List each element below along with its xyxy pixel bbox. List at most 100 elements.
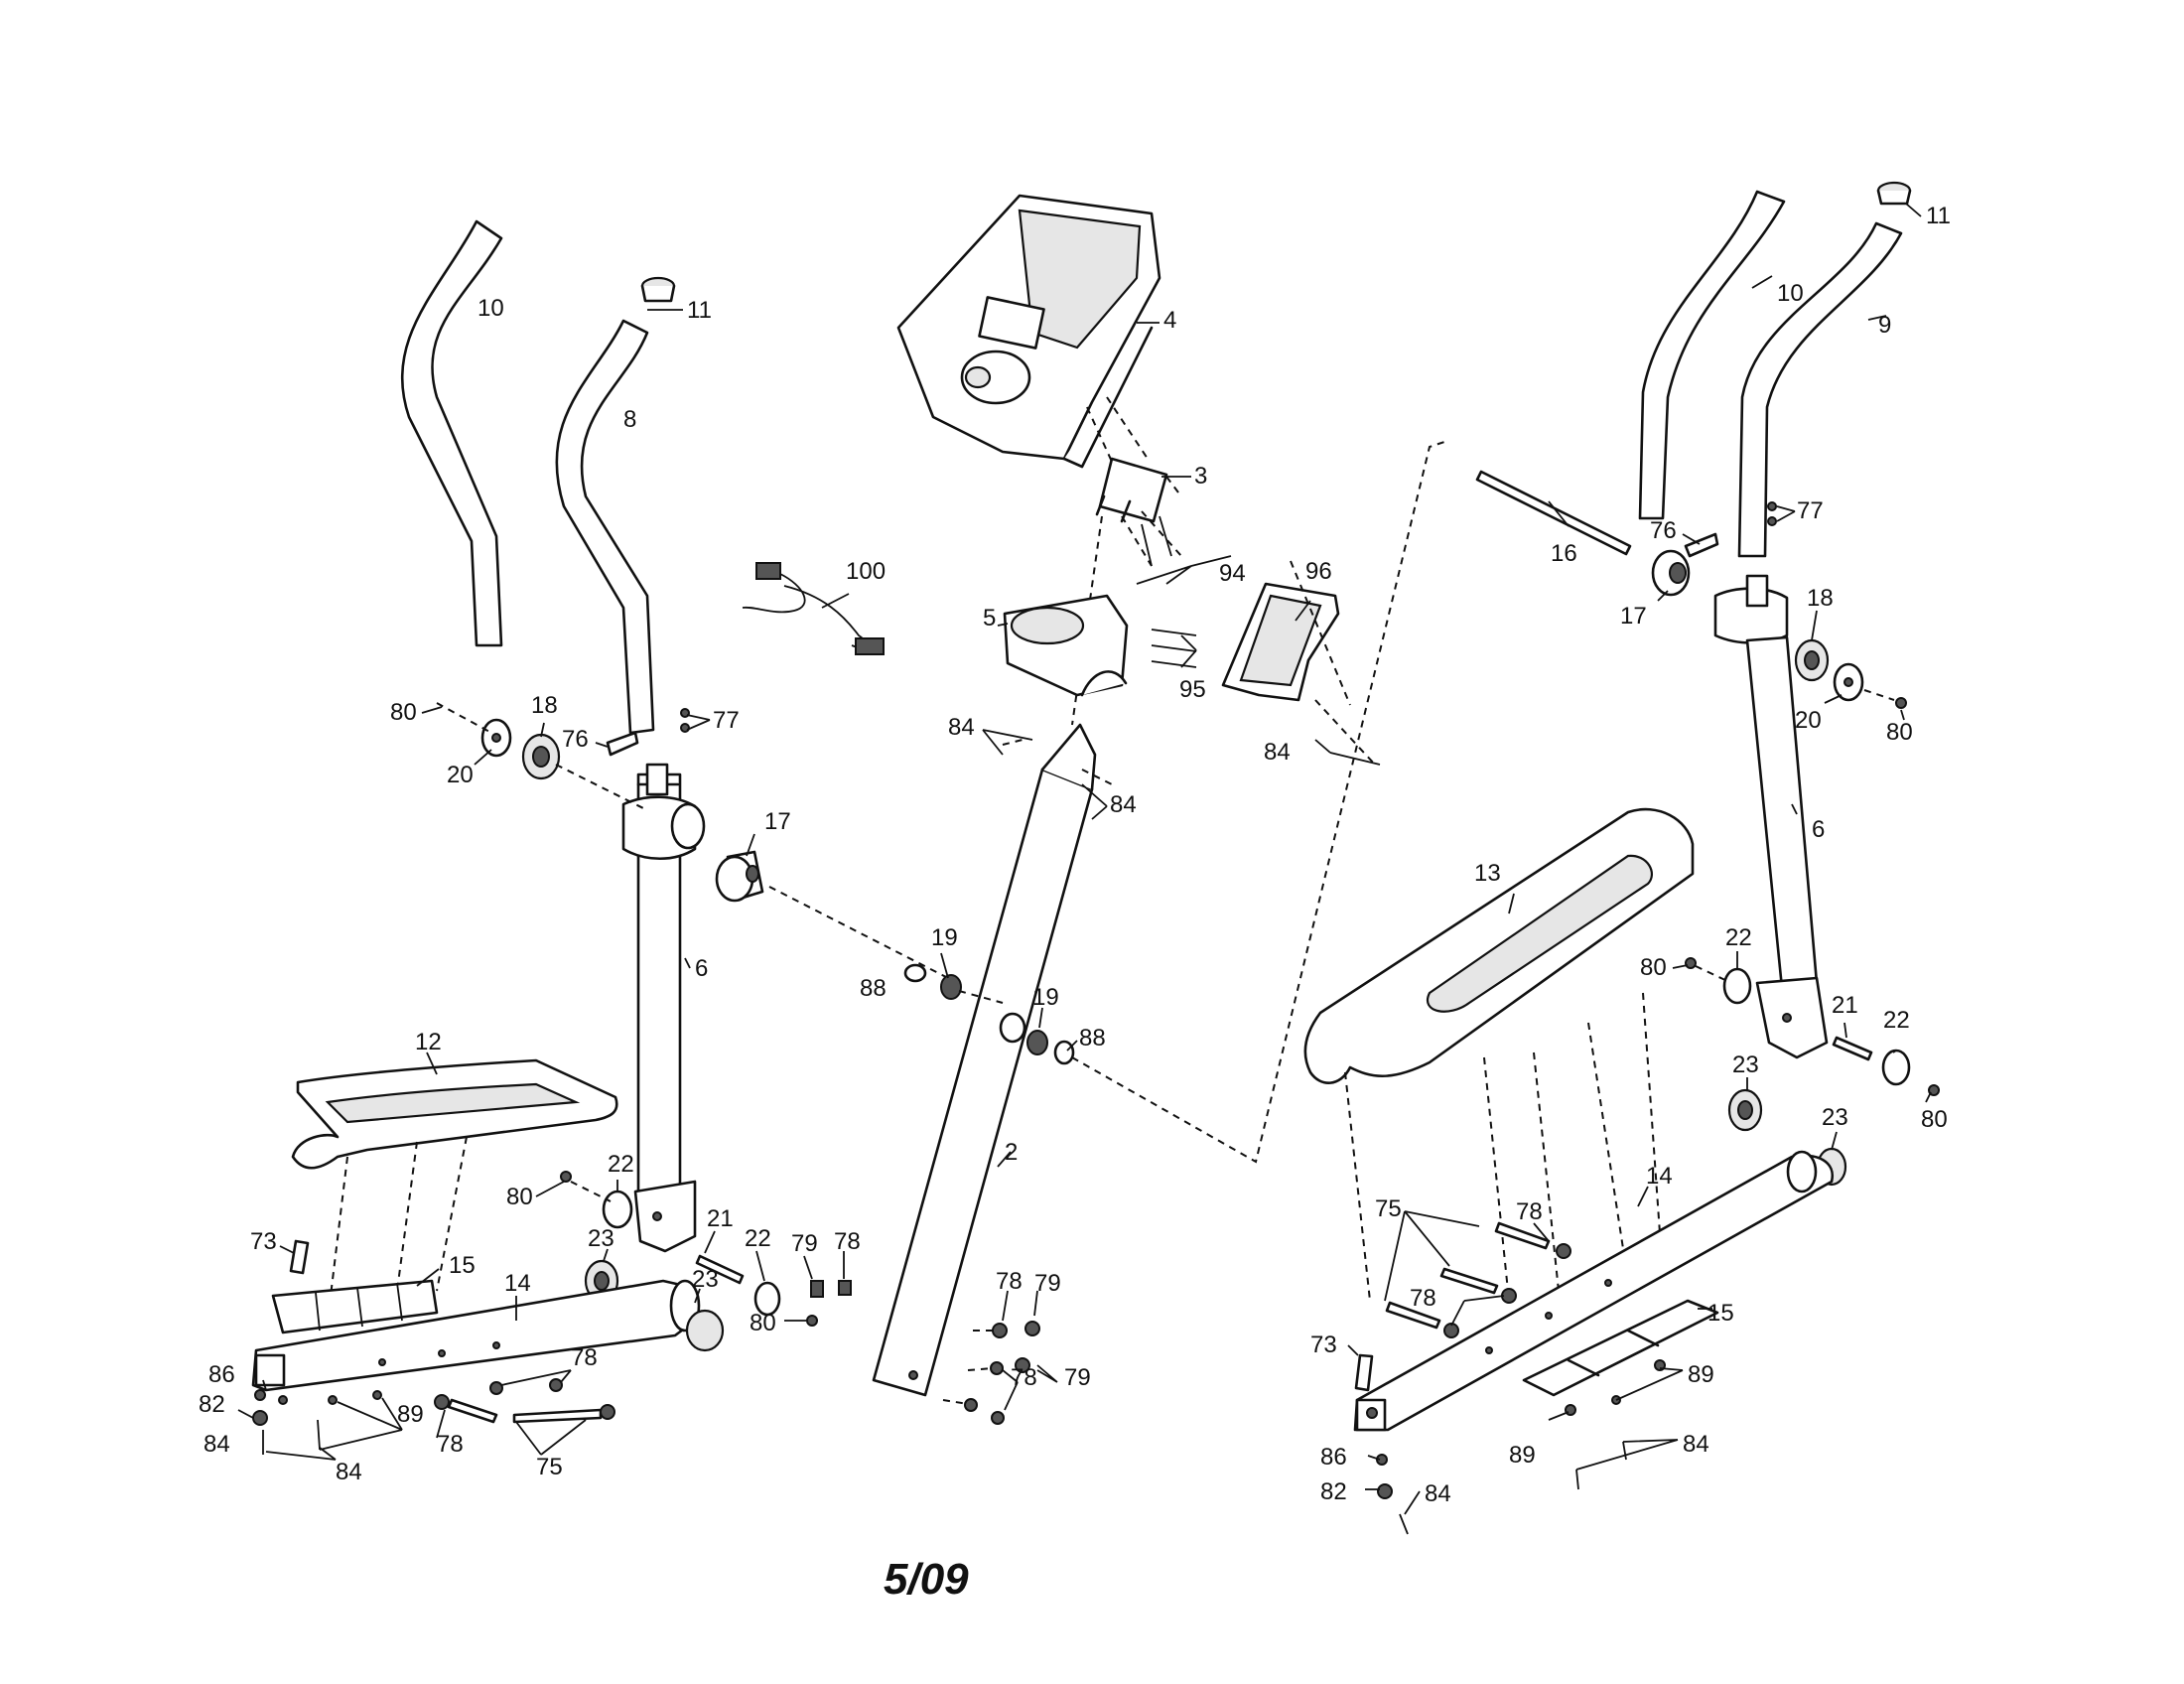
plate-part-15-left: [271, 1279, 439, 1334]
label-part-4: 4: [1163, 307, 1176, 334]
label-part-82-right: 82: [1320, 1478, 1347, 1505]
label-part-22-right-a: 22: [1725, 924, 1752, 951]
pin-part-73-right: [1354, 1353, 1374, 1392]
washer-part-20-left: [480, 718, 512, 758]
frame-part-14-right: [1353, 1150, 1835, 1432]
label-part-88-a: 88: [860, 975, 887, 1002]
label-part-18-left: 18: [531, 692, 558, 719]
label-part-23-right-a: 23: [1732, 1052, 1759, 1078]
label-part-80-a: 80: [390, 699, 417, 726]
label-part-10-left: 10: [478, 295, 504, 322]
label-part-12: 12: [415, 1029, 442, 1055]
label-part-15-right: 15: [1707, 1300, 1734, 1327]
label-part-21-right: 21: [1832, 992, 1858, 1019]
label-part-95: 95: [1179, 676, 1206, 703]
label-part-14-left: 14: [504, 1270, 531, 1297]
label-part-80-b: 80: [506, 1184, 533, 1210]
handlebar-part-8: [555, 319, 655, 735]
hardware-78-79-left: [810, 1280, 1040, 1425]
label-part-89-left: 89: [397, 1401, 424, 1428]
console-part-4: [896, 194, 1161, 469]
label-part-86-right: 86: [1320, 1444, 1347, 1471]
label-part-20-right: 20: [1795, 707, 1822, 734]
label-part-20-left: 20: [447, 762, 474, 788]
upper-arm-part-6-left: [621, 763, 706, 1253]
label-part-13: 13: [1474, 860, 1501, 887]
label-part-82-left: 82: [199, 1391, 225, 1418]
label-part-86-left: 86: [208, 1361, 235, 1388]
label-part-76-left: 76: [562, 726, 589, 753]
handlebar-part-10-left: [400, 219, 503, 647]
part-labels: 10 11 8 4 3 94 100 5 95 96 84 84 84 80 1…: [199, 203, 1951, 1507]
label-part-23-right-b: 23: [1822, 1104, 1848, 1131]
frame-part-14-left: [251, 1279, 725, 1392]
bolts-part-75-left: [252, 1378, 615, 1455]
label-part-23-a: 23: [588, 1225, 614, 1252]
label-part-22-right-b: 22: [1883, 1007, 1910, 1034]
label-part-84-b: 84: [1110, 791, 1137, 818]
crank-parts-right: [1685, 957, 1940, 1187]
label-part-16: 16: [1551, 540, 1577, 567]
label-part-94: 94: [1219, 560, 1246, 587]
pedal-part-12-left: [291, 1058, 618, 1170]
pin-part-73-left: [289, 1239, 310, 1275]
washer-part-20-right: [1833, 662, 1864, 702]
end-cap-part-11-right: [1876, 181, 1912, 206]
label-part-6-left: 6: [695, 955, 708, 982]
label-part-78-c: 78: [1011, 1364, 1037, 1391]
bushing-part-18-right: [1794, 638, 1830, 682]
label-part-89-right-a: 89: [1688, 1361, 1714, 1388]
pin-part-21-left: [695, 1254, 745, 1285]
screw-94: [1141, 515, 1172, 567]
handlebar-part-10-right: [1638, 190, 1786, 520]
bolts-part-75-right: [1376, 1221, 1666, 1535]
label-part-79-c: 79: [1064, 1364, 1091, 1391]
label-part-78-right-a: 78: [1516, 1198, 1543, 1225]
washer-part-22-80-left: [753, 1281, 818, 1327]
label-part-77-right: 77: [1797, 497, 1824, 524]
bushing-part-17-left: [715, 850, 764, 903]
label-part-10-right: 10: [1777, 280, 1804, 307]
label-part-96: 96: [1305, 558, 1332, 585]
label-part-3: 3: [1194, 463, 1207, 490]
label-part-22-a: 22: [608, 1151, 634, 1178]
label-part-15-left: 15: [449, 1252, 476, 1279]
label-part-73-right: 73: [1310, 1332, 1337, 1358]
wire-harness-part-100: [742, 562, 885, 655]
label-part-23-b: 23: [692, 1266, 719, 1293]
label-part-78-d: 78: [571, 1344, 598, 1371]
label-part-78-e: 78: [437, 1431, 464, 1458]
label-part-84-a: 84: [948, 714, 975, 741]
pedal-part-13-right: [1303, 807, 1695, 1084]
label-part-21-left: 21: [707, 1205, 734, 1232]
label-part-78-right-b: 78: [1410, 1285, 1436, 1312]
plate-part-15-right: [1522, 1299, 1719, 1397]
label-part-9: 9: [1878, 312, 1891, 339]
screw-77-76-left: [606, 708, 690, 757]
label-part-6-right: 6: [1812, 816, 1825, 843]
bushing-part-18-left: [521, 733, 561, 780]
label-part-11-right: 11: [1926, 203, 1951, 229]
bracket-part-3: [1095, 457, 1168, 523]
label-part-84-c: 84: [1264, 739, 1291, 766]
label-part-17-left: 17: [764, 808, 791, 835]
label-part-89-right-b: 89: [1509, 1442, 1536, 1469]
label-part-78-a: 78: [834, 1228, 861, 1255]
screw-77-76-right: [1684, 501, 1777, 558]
spring-part-95: [1151, 629, 1197, 668]
leader-lines: [237, 203, 1932, 1515]
revision-date: 5/09: [884, 1555, 969, 1604]
label-part-19-a: 19: [931, 924, 958, 951]
upright-post-part-2: [872, 723, 1097, 1397]
label-part-73-left: 73: [250, 1228, 277, 1255]
label-part-79-a: 79: [791, 1230, 818, 1257]
label-part-80-right-c: 80: [1921, 1106, 1948, 1133]
label-part-77-left: 77: [713, 707, 740, 734]
label-part-80-c: 80: [750, 1310, 776, 1336]
label-part-79-b: 79: [1034, 1270, 1061, 1297]
end-cap-part-11-left: [640, 276, 676, 303]
label-part-17-right: 17: [1620, 603, 1647, 630]
label-part-11-left: 11: [687, 297, 712, 324]
